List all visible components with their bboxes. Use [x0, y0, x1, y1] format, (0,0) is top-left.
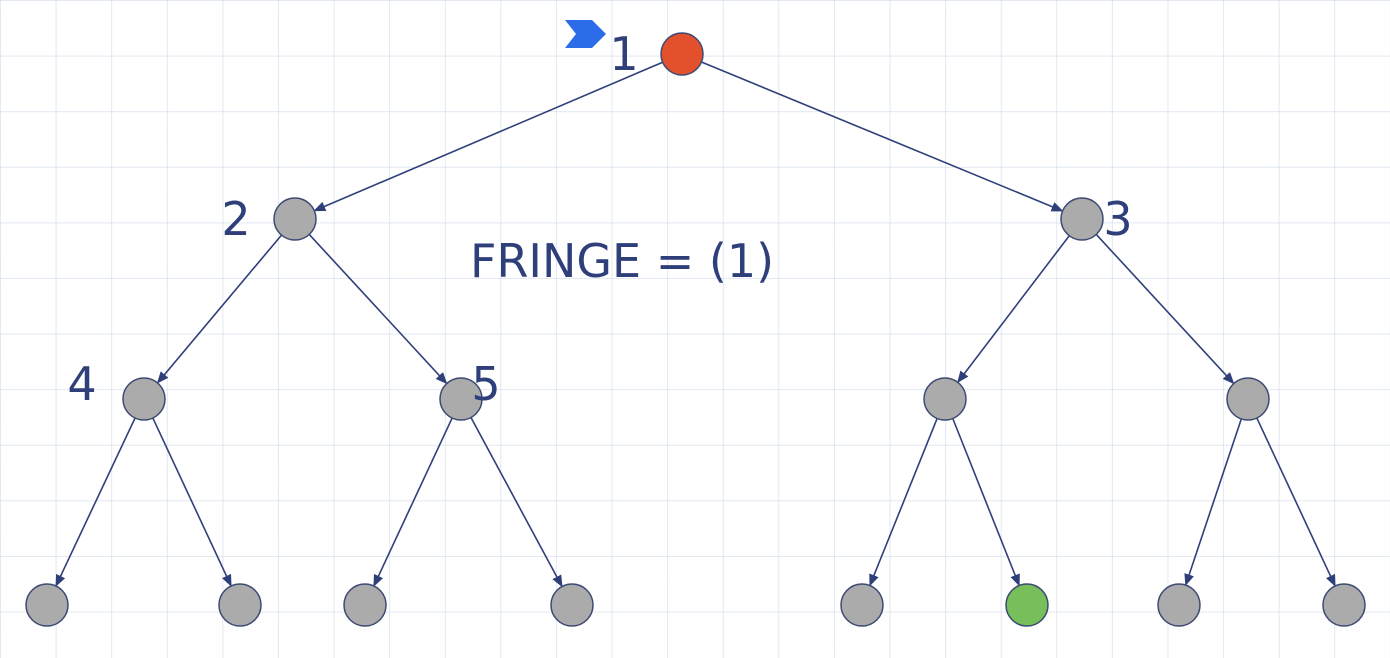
tree-node-n15: [1322, 583, 1366, 627]
edge-n4-n8: [55, 417, 136, 587]
nodes-layer: [25, 32, 1366, 627]
edge-n2-n5: [308, 233, 448, 385]
edge-n1-n2: [313, 61, 663, 212]
edge-n3-n7: [1095, 233, 1235, 385]
node-label-n2: 2: [221, 192, 250, 246]
tree-node-n8: [25, 583, 69, 627]
edge-n5-n10: [373, 417, 453, 587]
node-label-n3: 3: [1103, 192, 1132, 246]
edges-layer: [55, 61, 1336, 588]
node-labels-layer: 1 2 3 4 5: [67, 27, 1132, 411]
edge-n5-n11: [470, 417, 563, 588]
tree-node-n6: [923, 377, 967, 421]
tree-node-n2: [273, 197, 317, 241]
tree-node-n14: [1157, 583, 1201, 627]
tree-node-n1-current: [660, 32, 704, 76]
edge-n2-n4: [156, 234, 283, 384]
edge-n6-n12: [869, 418, 938, 587]
node-label-n4: 4: [67, 357, 96, 411]
tree-node-n12: [840, 583, 884, 627]
tree-node-n9: [218, 583, 262, 627]
fringe-text: FRINGE = (1): [470, 234, 774, 288]
edge-n6-n13: [952, 418, 1020, 587]
tree-node-n4: [122, 377, 166, 421]
tree-node-n11: [550, 583, 594, 627]
edge-n3-n6: [957, 235, 1070, 384]
edge-n7-n15: [1256, 417, 1336, 587]
tree-node-n10: [343, 583, 387, 627]
edge-n7-n14: [1184, 418, 1243, 587]
node-label-n5: 5: [471, 357, 500, 411]
tree-node-n5: [439, 377, 483, 421]
tree-node-n7: [1226, 377, 1270, 421]
tree-node-n3: [1060, 197, 1104, 241]
chevron-marker-icon: [565, 20, 606, 48]
node-label-n1: 1: [609, 27, 638, 81]
tree-node-n13-goal: [1005, 583, 1049, 627]
edge-n4-n9: [152, 417, 232, 587]
edge-n1-n3: [701, 61, 1064, 212]
